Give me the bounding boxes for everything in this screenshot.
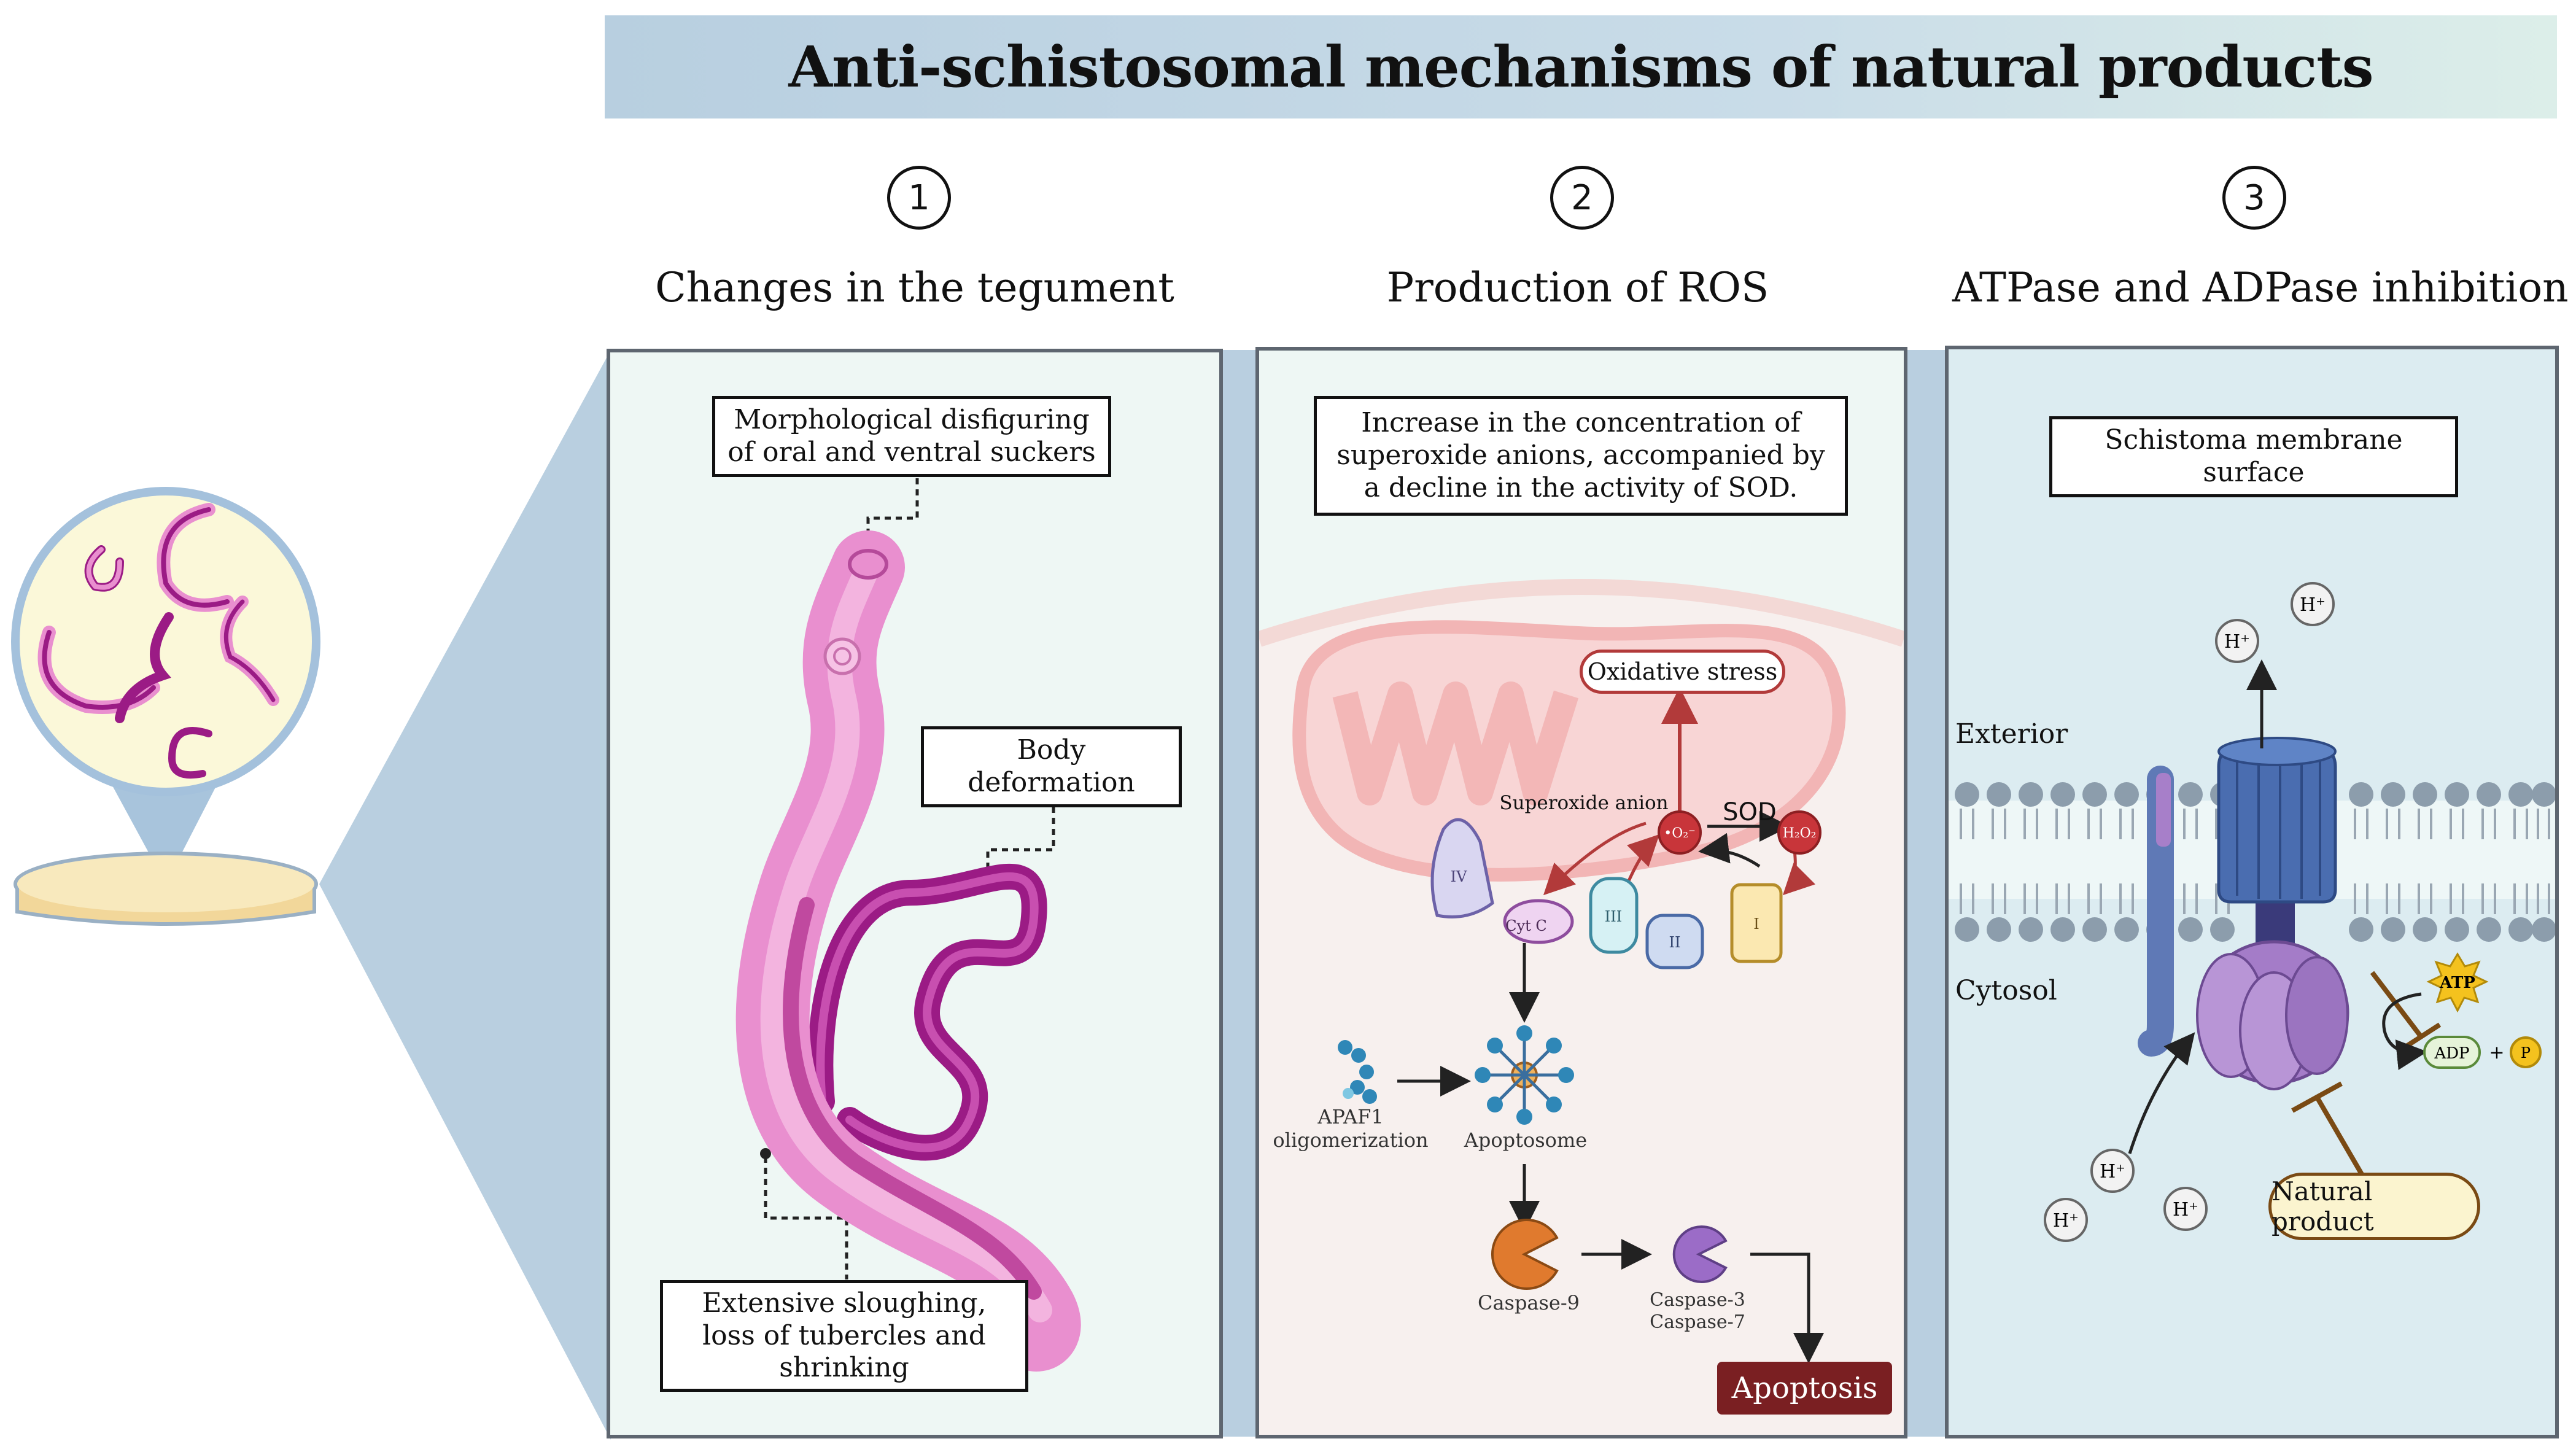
panel-gap-2 <box>1906 350 1949 1437</box>
atp-burst <box>2426 952 2489 1013</box>
complex-i <box>1730 883 1783 963</box>
title-bar <box>605 15 2557 118</box>
sloughing-label: Extensive sloughing, loss of tubercles a… <box>660 1280 1028 1392</box>
stator-stalk <box>2138 766 2174 1057</box>
hplus-2: H⁺ <box>2300 594 2326 616</box>
zoom-wedge <box>319 350 611 1440</box>
atp-label: ATP <box>2439 974 2475 992</box>
body-deformation-label: Body deformation <box>921 726 1182 807</box>
exterior-label: Exterior <box>1955 718 2068 750</box>
proton-circles <box>2044 582 2335 1242</box>
apoptosis-box: Apoptosis <box>1717 1362 1892 1415</box>
cytosol-label: Cytosol <box>1955 975 2057 1006</box>
membrane-surface-label: Schistoma membrane surface <box>2049 416 2458 497</box>
superoxide-anion-label: Superoxide anion <box>1499 792 1669 814</box>
cytc-label: Cyt C <box>1505 917 1547 934</box>
lipid-bilayer <box>1955 782 2555 942</box>
complex-iii <box>1589 877 1639 954</box>
oxidative-stress-label: Oxidative stress <box>1580 650 1785 694</box>
section-3-heading: ATPase and ADPase inhibition <box>1952 264 2569 311</box>
complex-i-label: I <box>1753 915 1759 933</box>
apaf1-label: APAF1 <box>1317 1105 1384 1128</box>
hplus-4: H⁺ <box>2053 1210 2079 1232</box>
section-2-number: 2 <box>1550 166 1614 230</box>
complex-iv <box>1430 818 1494 918</box>
schistosome-illustration <box>735 478 1081 1372</box>
hplus-1: H⁺ <box>2224 631 2250 653</box>
adp-label: ADP <box>2434 1044 2469 1063</box>
complex-ii <box>1645 914 1704 969</box>
section-2-heading: Production of ROS <box>1386 264 1769 311</box>
caspase-3-7-shape <box>1672 1225 1728 1283</box>
cytochrome-c <box>1503 899 1574 944</box>
hplus-5: H⁺ <box>2173 1199 2198 1221</box>
adp-pill <box>2423 1036 2481 1069</box>
phosphate-circle <box>2510 1036 2542 1068</box>
superoxide-node <box>1658 810 1702 855</box>
magnifier-cone <box>107 777 221 884</box>
ros-header-box: Increase in the concentration of superox… <box>1314 396 1848 516</box>
caspase3-label: Caspase-3 <box>1650 1289 1745 1311</box>
section-1-heading: Changes in the tegument <box>655 264 1174 311</box>
atpase-illustration: H⁺ H⁺ H⁺ H⁺ H⁺ ATP ADP + P <box>1949 582 2555 1242</box>
suckers-label: Morphological disfiguring of oral and ve… <box>712 396 1111 477</box>
inhibition-bar <box>2291 1081 2343 1113</box>
phosphate-label: P <box>2521 1044 2531 1062</box>
caspase7-label: Caspase-7 <box>1650 1311 1745 1333</box>
figure-title: Anti-schistosomal mechanisms of natural … <box>788 34 2373 100</box>
plus-label: + <box>2489 1042 2504 1063</box>
h2o2-node <box>1777 810 1821 855</box>
panel-gap-1 <box>1222 350 1260 1437</box>
sod-label: SOD <box>1723 798 1777 826</box>
section-1-number: 1 <box>887 166 951 230</box>
h2o2-label: H₂O₂ <box>1783 826 1817 841</box>
apoptosome-shape <box>1475 1025 1574 1125</box>
apoptosome-label: Apoptosome <box>1464 1128 1588 1152</box>
schistosome-worms <box>37 503 279 779</box>
petri-dish-illustration <box>11 350 611 1440</box>
complex-ii-label: II <box>1669 934 1681 951</box>
caspase-9-shape <box>1491 1219 1559 1290</box>
ros-pathway-illustration: Cyt C IV III II I •O₂⁻ H₂O₂ <box>1259 579 1904 1435</box>
natural-product-label: Natural product <box>2268 1173 2480 1240</box>
complex-iii-label: III <box>1605 908 1622 925</box>
apaf1-cluster <box>1338 1040 1377 1104</box>
complex-iv-label: IV <box>1451 868 1467 885</box>
apaf1-oligomerization-label: oligomerization <box>1273 1128 1429 1152</box>
hplus-3: H⁺ <box>2100 1161 2125 1182</box>
section-3-number: 3 <box>2222 166 2286 230</box>
caspase9-label: Caspase-9 <box>1477 1291 1580 1314</box>
o2-label: •O₂⁻ <box>1664 826 1695 841</box>
